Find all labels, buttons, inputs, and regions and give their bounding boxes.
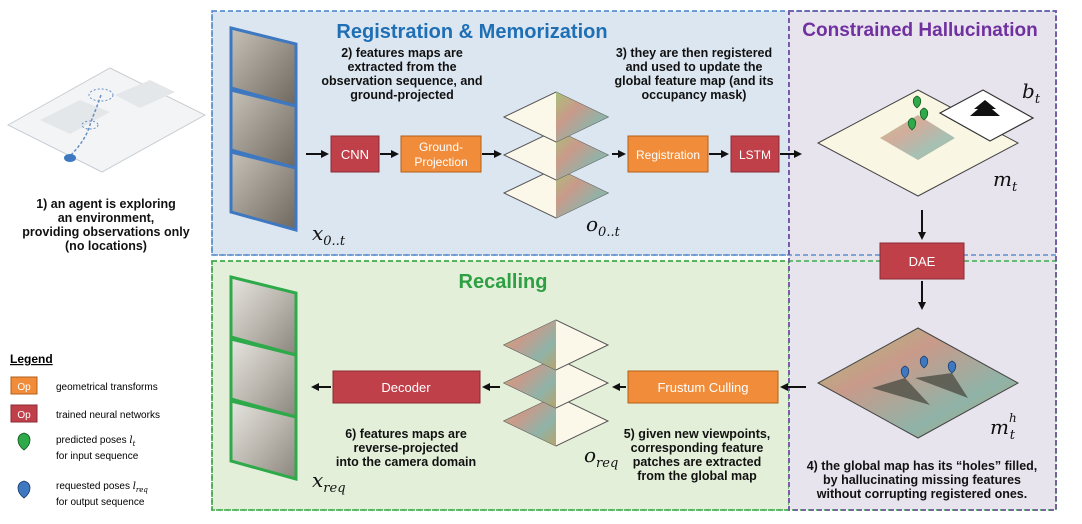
legend: Legend Op geometrical transforms Op trai… bbox=[10, 352, 160, 508]
legend-pred2: for input sequence bbox=[56, 451, 139, 462]
label-o-0t: o0..t bbox=[586, 212, 621, 240]
note-1-line3: providing observations only bbox=[22, 225, 189, 239]
feature-stack-bottom bbox=[502, 319, 610, 447]
legend-geom: geometrical transforms bbox=[56, 382, 158, 393]
section-title-registration: Registration & Memorization bbox=[336, 21, 607, 43]
legend-green-pose-icon bbox=[17, 432, 31, 451]
note-3-line3: global feature map (and its bbox=[614, 74, 773, 88]
ground-projection-box: Ground- Projection bbox=[400, 135, 482, 173]
legend-title: Legend bbox=[10, 352, 53, 366]
legend-pred: predicted poses lt bbox=[56, 435, 136, 448]
dae-box: DAE bbox=[879, 242, 965, 280]
label-m-t: mt bbox=[993, 167, 1018, 195]
note-1-line2: an environment, bbox=[58, 211, 155, 225]
note-3-line2: and used to update the bbox=[626, 60, 763, 74]
note-1-line4: (no locations) bbox=[65, 239, 147, 253]
section-title-recalling: Recalling bbox=[459, 271, 548, 293]
svg-text:Frustum Culling: Frustum Culling bbox=[657, 380, 748, 395]
legend-op-red: Op bbox=[17, 410, 31, 421]
note-5-line4: from the global map bbox=[637, 469, 757, 483]
legend-op-orange: Op bbox=[17, 382, 31, 393]
label-x-0t: x0..t bbox=[312, 221, 346, 249]
note-2-line4: ground-projected bbox=[350, 88, 453, 102]
note-6-line3: into the camera domain bbox=[336, 455, 476, 469]
note-2-line2: extracted from the bbox=[347, 60, 456, 74]
decoder-box: Decoder bbox=[332, 370, 481, 404]
registration-box: Registration bbox=[627, 135, 709, 173]
note-2-line3: observation sequence, and bbox=[321, 74, 482, 88]
legend-nn: trained neural networks bbox=[56, 410, 160, 421]
svg-text:Decoder: Decoder bbox=[381, 380, 431, 395]
global-map-mt bbox=[816, 89, 1035, 197]
note-4-line2: by hallucinating missing features bbox=[823, 473, 1021, 487]
feature-stack-top bbox=[502, 91, 610, 219]
legend-req: requested poses lreq bbox=[56, 481, 148, 494]
lstm-box: LSTM bbox=[730, 135, 780, 173]
cnn-box: CNN bbox=[330, 135, 380, 173]
note-6-line1: 6) features maps are bbox=[345, 427, 467, 441]
input-frames bbox=[229, 26, 298, 232]
section-title-hallucination: Constrained Hallucination bbox=[802, 20, 1037, 41]
note-4-line1: 4) the global map has its “holes” filled… bbox=[807, 459, 1038, 473]
note-3-line4: occupancy mask) bbox=[642, 88, 747, 102]
svg-text:Projection: Projection bbox=[414, 155, 467, 169]
label-o-req: oreq bbox=[584, 443, 618, 471]
agent-map-illustration bbox=[6, 67, 207, 173]
legend-blue-pose-icon bbox=[17, 480, 31, 499]
note-6-line2: reverse-projected bbox=[354, 441, 459, 455]
svg-text:CNN: CNN bbox=[341, 147, 369, 162]
svg-text:Ground-: Ground- bbox=[419, 140, 463, 154]
note-1-line1: 1) an agent is exploring bbox=[36, 197, 176, 211]
note-3-line1: 3) they are then registered bbox=[616, 46, 772, 60]
note-5-line1: 5) given new viewpoints, bbox=[624, 427, 771, 441]
svg-text:DAE: DAE bbox=[909, 254, 936, 269]
label-b-t: bt bbox=[1022, 79, 1041, 107]
note-2-line1: 2) features maps are bbox=[341, 46, 463, 60]
svg-text:LSTM: LSTM bbox=[739, 148, 771, 162]
frustum-culling-box: Frustum Culling bbox=[627, 370, 779, 404]
note-5-line3: patches are extracted bbox=[633, 455, 762, 469]
svg-text:Registration: Registration bbox=[636, 148, 700, 162]
label-x-req: xreq bbox=[312, 468, 346, 496]
global-map-mth bbox=[816, 327, 1020, 439]
note-5-line2: corresponding feature bbox=[631, 441, 764, 455]
flow-arrows bbox=[306, 150, 926, 391]
note-4-line3: without corrupting registered ones. bbox=[816, 487, 1027, 501]
output-frames bbox=[229, 275, 298, 481]
legend-req2: for output sequence bbox=[56, 497, 145, 508]
registration-region bbox=[211, 10, 790, 256]
